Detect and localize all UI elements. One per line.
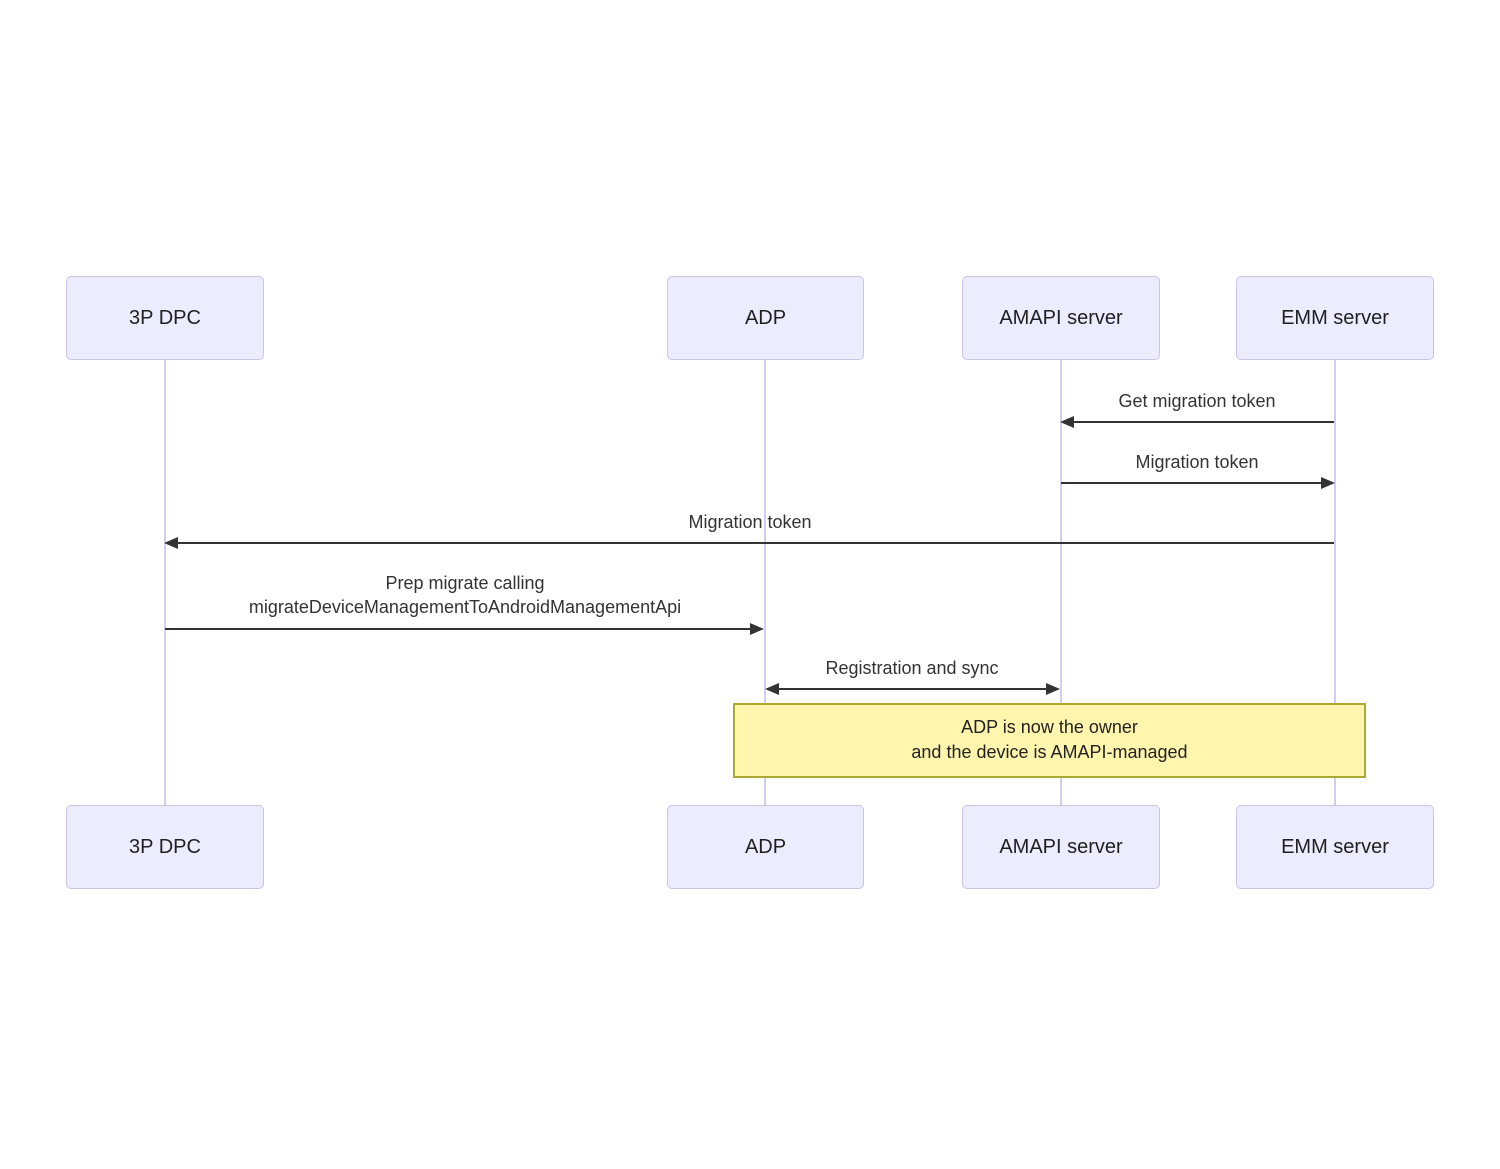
actor-label: EMM server: [1281, 306, 1389, 329]
actor-top-adp: ADP: [667, 276, 864, 360]
message-2-line: [1061, 482, 1321, 484]
actor-label: ADP: [744, 306, 787, 329]
actor-label: 3P DPC: [129, 835, 201, 858]
message-5-arrowhead-right-icon: [1046, 683, 1060, 695]
message-4-line: [165, 628, 752, 630]
actor-label: 3P DPC: [129, 306, 201, 329]
message-3-line: [176, 542, 1334, 544]
actor-bottom-adp: ADP: [667, 805, 864, 889]
actor-label: AMAPI server: [999, 306, 1123, 329]
message-1-line: [1072, 421, 1334, 423]
message-4-label-line2: migrateDeviceManagementToAndroidManageme…: [248, 597, 682, 617]
actor-label: ADP: [744, 835, 787, 858]
actor-label: EMM server: [1281, 835, 1389, 858]
lifeline-amapi-server: [1060, 360, 1062, 806]
message-3-label: Migration token: [688, 512, 812, 532]
message-1-label: Get migration token: [1118, 391, 1276, 411]
message-1-arrowhead-left-icon: [1060, 416, 1074, 428]
actor-bottom-amapi-server: AMAPI server: [962, 805, 1160, 889]
lifeline-3p-dpc: [164, 360, 166, 806]
message-2-arrowhead-right-icon: [1321, 477, 1335, 489]
note-box: ADP is now the owner and the device is A…: [733, 703, 1366, 778]
actor-bottom-emm-server: EMM server: [1236, 805, 1434, 889]
actor-top-amapi-server: AMAPI server: [962, 276, 1160, 360]
message-5-line: [779, 688, 1046, 690]
lifeline-adp: [764, 360, 766, 806]
message-5-label: Registration and sync: [825, 658, 999, 678]
message-3-arrowhead-left-icon: [164, 537, 178, 549]
note-text-line2: and the device is AMAPI-managed: [911, 742, 1188, 762]
actor-top-3p-dpc: 3P DPC: [66, 276, 264, 360]
message-2-label: Migration token: [1135, 452, 1259, 472]
message-5-arrowhead-left-icon: [765, 683, 779, 695]
actor-label: AMAPI server: [999, 835, 1123, 858]
message-4-label-line1: Prep migrate calling: [385, 573, 545, 593]
note-text-line1: ADP is now the owner: [961, 717, 1138, 737]
actor-top-emm-server: EMM server: [1236, 276, 1434, 360]
message-4-arrowhead-right-icon: [750, 623, 764, 635]
actor-bottom-3p-dpc: 3P DPC: [66, 805, 264, 889]
lifeline-emm-server: [1334, 360, 1336, 806]
